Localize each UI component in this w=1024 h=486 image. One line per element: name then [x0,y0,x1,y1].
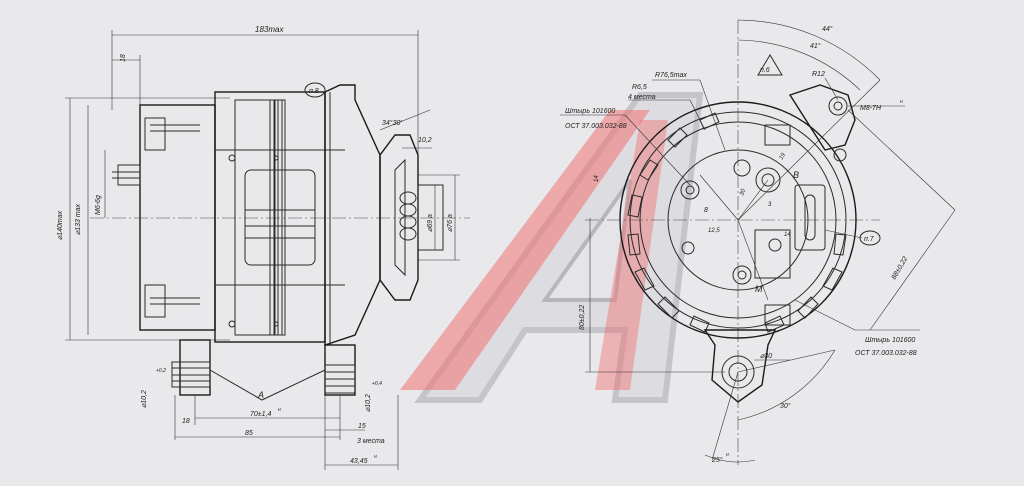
dim-8: 8 [704,207,708,214]
dist-80: 80±0,22 [579,305,586,330]
stud-2-name: Штырь 101600 [865,337,915,344]
note-tag-7: п.7 [864,236,875,243]
dim-dia-housing: ⌀140max [57,210,64,240]
dim-pulley-width: 10,2 [418,137,432,144]
rear-cover [139,104,216,331]
dim-radius-max: R76,5max [655,72,687,79]
dim-19: 19 [779,152,788,161]
pulley-nut [417,184,444,251]
dim-angle-25-sup: н [726,452,729,458]
dim-mount-span-sup: н [278,407,281,413]
front-cover [324,84,381,346]
label-M: М [755,284,763,294]
dim-pulley-dia-large: ⌀76 а [447,214,454,232]
dia-30: ⌀30 [760,353,772,360]
pulley [379,134,419,301]
stud-1-name: Штырь 101600 [565,108,615,115]
dim-pulley-dia-small: ⌀69 а [427,214,434,232]
dim-thread-m8: M8-7H [860,105,882,112]
dim-front-offset: 18 [120,54,127,62]
dim-width-15: 15 [358,423,366,430]
dim-3: 3 [768,202,772,208]
dim-thread: M6-6g [95,195,102,215]
dim-12-5: 12,5 [708,228,720,234]
brand-logo-watermark [400,92,704,403]
bolt-3 [733,159,751,177]
bolt-4 [732,265,752,285]
dim-angle-25: 25° [711,456,723,464]
note-tag-6: п.6 [760,67,770,74]
dim-mount-hole: ⌀10,2 [141,390,148,408]
mount-foot-front [324,344,356,396]
stud-2-std: ОСТ 37.003.032-88 [855,350,917,357]
dim-overall-length: 183max [255,25,284,34]
dim-rear-len: 43,45 [350,458,368,465]
dim-places: 3 места [357,438,385,445]
section-label: А [257,390,264,400]
front-view: 44° 41° п.6 R12 M8-7H н R76,5max R6,5 4 … [560,19,956,465]
dim-angle-30: 30° [780,402,791,410]
dim-rear-len-sup: н [374,454,377,460]
dim-radius-12: R12 [812,71,825,78]
dim-angle-41: 41° [810,42,821,50]
dist-88: 88±0,22 [891,256,910,281]
dim-30: 30 [739,188,747,197]
vent-slots [627,112,847,333]
side-view: 183max 18 ⌀140max ⌀133 max M6-6g [57,25,470,470]
dim-mount-hole-tol2: +0,4 [372,381,382,387]
note-tag-circle [304,82,326,98]
dim-base-offset: 18 [182,418,190,425]
logo-red-stroke [400,110,650,390]
dim-base-len: 85 [245,430,253,437]
dim-angle-44: 44° [822,25,833,33]
dim-mount-hole-2: ⌀10,2 [365,394,372,412]
dim-mount-span: 70±1,4 [250,411,271,418]
dim-thread-m8-sup: н [900,99,903,105]
dim-mount-hole-tol: +0,2 [156,368,166,374]
note-tag-8: п.8 [309,88,319,95]
dim-14-right: 14 [784,232,791,238]
bolt-2 [755,167,781,193]
dim-places-4: 4 места [628,94,656,101]
front-housing [619,101,857,339]
bolt-1 [680,180,700,200]
dim-dia-rear: ⌀133 max [75,203,82,235]
top-mount-ear [788,84,856,151]
terminal-box [754,229,791,279]
connector-block [794,184,826,251]
dim-14-left: 14 [594,175,600,182]
stud-1-std: ОСТ 37.003.032-88 [565,123,627,130]
dim-radius-6-5: R6,5 [632,84,647,91]
label-B: В [793,170,799,180]
bottom-mount-ear [703,329,777,403]
dim-pulley-angle: 34°30' [382,119,402,127]
